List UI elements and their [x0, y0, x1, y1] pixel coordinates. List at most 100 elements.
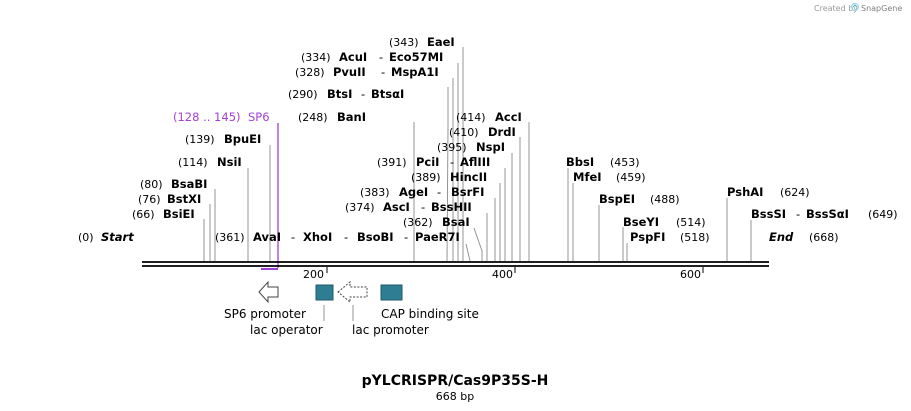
- enzyme-name[interactable]: NspI: [476, 140, 505, 154]
- enzyme-name[interactable]: MspA1I: [391, 65, 439, 79]
- site-avai[interactable]: (361) AvaI - XhoI - BsoBI - PaeR7I: [215, 230, 460, 244]
- enzyme-name[interactable]: BsaBI: [171, 177, 207, 191]
- site-pvuii[interactable]: (328) PvuII - MspA1I: [295, 65, 439, 79]
- site-position: (389): [411, 171, 441, 184]
- primer-range: (128 .. 145): [173, 110, 241, 124]
- site-pcii[interactable]: (391) PciI - AflIII: [377, 155, 490, 169]
- site-bpuei[interactable]: (139) BpuEI: [185, 132, 261, 146]
- enzyme-name[interactable]: EaeI: [427, 35, 455, 49]
- enzyme-name[interactable]: AccI: [495, 110, 522, 124]
- site-position: (624): [780, 186, 810, 199]
- end-label: End: [769, 230, 794, 244]
- site-bbsi[interactable]: BbsI (453): [566, 155, 640, 169]
- svg-text:-: -: [344, 230, 348, 244]
- site-position: (391): [377, 156, 407, 169]
- site-bsssi[interactable]: BssSI - BssSαI (649): [751, 207, 898, 221]
- enzyme-name[interactable]: BpuEI: [224, 132, 261, 146]
- feature-cap-binding-site[interactable]: [380, 284, 403, 301]
- sequence-title: pYLCRISPR/Cas9P35S-H: [362, 373, 549, 389]
- site-mfei[interactable]: MfeI (459): [573, 170, 646, 184]
- enzyme-name[interactable]: PciI: [416, 155, 439, 169]
- enzyme-name[interactable]: BsaI: [442, 215, 470, 229]
- site-asci[interactable]: (374) AscI - BssHII: [345, 200, 472, 214]
- enzyme-name[interactable]: AgeI: [399, 185, 428, 199]
- enzyme-name[interactable]: MfeI: [573, 170, 602, 184]
- enzyme-name[interactable]: BssHII: [431, 200, 472, 214]
- sequence-line: [142, 261, 769, 267]
- site-bseyi[interactable]: BseYI (514): [623, 215, 706, 229]
- site-drdi[interactable]: (410) DrdI: [449, 125, 516, 139]
- credit-brand: SnapGene: [861, 4, 902, 13]
- feature-lac-promoter[interactable]: [337, 280, 368, 304]
- svg-text:-: -: [404, 230, 408, 244]
- axis-ticks: [326, 267, 704, 273]
- site-nspi[interactable]: (395) NspI: [437, 140, 505, 154]
- site-acci[interactable]: (414) AccI: [456, 110, 522, 124]
- enzyme-name[interactable]: BsiEI: [163, 207, 195, 221]
- enzyme-name[interactable]: Eco57MI: [389, 50, 443, 64]
- enzyme-name[interactable]: BssSαI: [806, 207, 849, 221]
- enzyme-name[interactable]: HincII: [450, 170, 487, 184]
- leader-btsi-b: [446, 127, 449, 262]
- tick-label: 600: [680, 268, 701, 281]
- enzyme-name[interactable]: AcuI: [339, 50, 367, 64]
- enzyme-name[interactable]: BstXI: [167, 192, 201, 206]
- tick-label: 400: [492, 268, 513, 281]
- enzyme-name[interactable]: BtsαI: [371, 87, 404, 101]
- snapgene-logo-icon: [850, 2, 860, 12]
- svg-text:-: -: [361, 87, 365, 101]
- credit-prefix: Created by: [814, 4, 858, 13]
- site-bstxi[interactable]: (76) BstXI: [138, 192, 201, 206]
- enzyme-name[interactable]: AscI: [383, 200, 410, 214]
- enzyme-name[interactable]: BseYI: [623, 215, 659, 229]
- enzyme-name[interactable]: AflIII: [460, 155, 490, 169]
- site-hincii[interactable]: (389) HincII: [411, 170, 487, 184]
- site-bsai[interactable]: (362) BsaI: [403, 215, 470, 229]
- site-nsii[interactable]: (114) NsiI: [178, 155, 242, 169]
- site-bani[interactable]: (248) BanI: [298, 110, 366, 124]
- site-pspfi[interactable]: PspFI (518): [630, 230, 710, 244]
- site-pshai[interactable]: PshAI (624): [727, 185, 810, 199]
- feature-label: lac operator: [250, 323, 323, 337]
- enzyme-name[interactable]: PspFI: [630, 230, 665, 244]
- site-bsiei[interactable]: (66) BsiEI: [132, 207, 195, 221]
- enzyme-name[interactable]: BsrFI: [451, 185, 484, 199]
- enzyme-name[interactable]: DrdI: [488, 125, 516, 139]
- feature-sp6-promoter[interactable]: [258, 280, 279, 304]
- site-position: (66): [132, 208, 155, 221]
- site-btsi[interactable]: (290) BtsI - BtsαI: [288, 87, 404, 101]
- site-acui[interactable]: (334) AcuI - Eco57MI: [301, 50, 443, 64]
- svg-text:-: -: [437, 185, 441, 199]
- site-position: (488): [650, 193, 680, 206]
- primer-sp6[interactable]: [261, 123, 279, 270]
- site-position: (290): [288, 88, 318, 101]
- enzyme-name[interactable]: BspEI: [599, 192, 635, 206]
- site-position: (395): [437, 141, 467, 154]
- site-bspei[interactable]: BspEI (488): [599, 192, 680, 206]
- enzyme-name[interactable]: AvaI: [253, 230, 281, 244]
- enzyme-name[interactable]: BtsI: [327, 87, 352, 101]
- enzyme-name[interactable]: BanI: [337, 110, 366, 124]
- start-num: (0): [78, 231, 94, 244]
- enzyme-name[interactable]: PaeR7I: [415, 230, 460, 244]
- leader-avai: [465, 243, 471, 262]
- site-agei[interactable]: (383) AgeI - BsrFI: [360, 185, 484, 199]
- site-position: (139): [185, 133, 215, 146]
- enzyme-name[interactable]: BssSI: [751, 207, 786, 221]
- enzyme-name[interactable]: BsoBI: [357, 230, 394, 244]
- site-position: (649): [868, 208, 898, 221]
- site-position: (80): [140, 178, 163, 191]
- feature-label: CAP binding site: [381, 307, 479, 321]
- enzyme-name[interactable]: PvuII: [333, 65, 366, 79]
- site-eaei[interactable]: (343) EaeI: [389, 35, 455, 49]
- enzyme-name[interactable]: BbsI: [566, 155, 594, 169]
- feature-leaders: [323, 305, 354, 321]
- end-num: (668): [809, 231, 839, 244]
- feature-label: SP6 promoter: [224, 307, 306, 321]
- enzyme-name[interactable]: NsiI: [217, 155, 242, 169]
- enzyme-name[interactable]: PshAI: [727, 185, 763, 199]
- enzyme-name[interactable]: XhoI: [303, 230, 332, 244]
- site-bsabi[interactable]: (80) BsaBI: [140, 177, 207, 191]
- primer-name[interactable]: SP6: [248, 110, 270, 124]
- feature-lac-operator[interactable]: [315, 284, 334, 301]
